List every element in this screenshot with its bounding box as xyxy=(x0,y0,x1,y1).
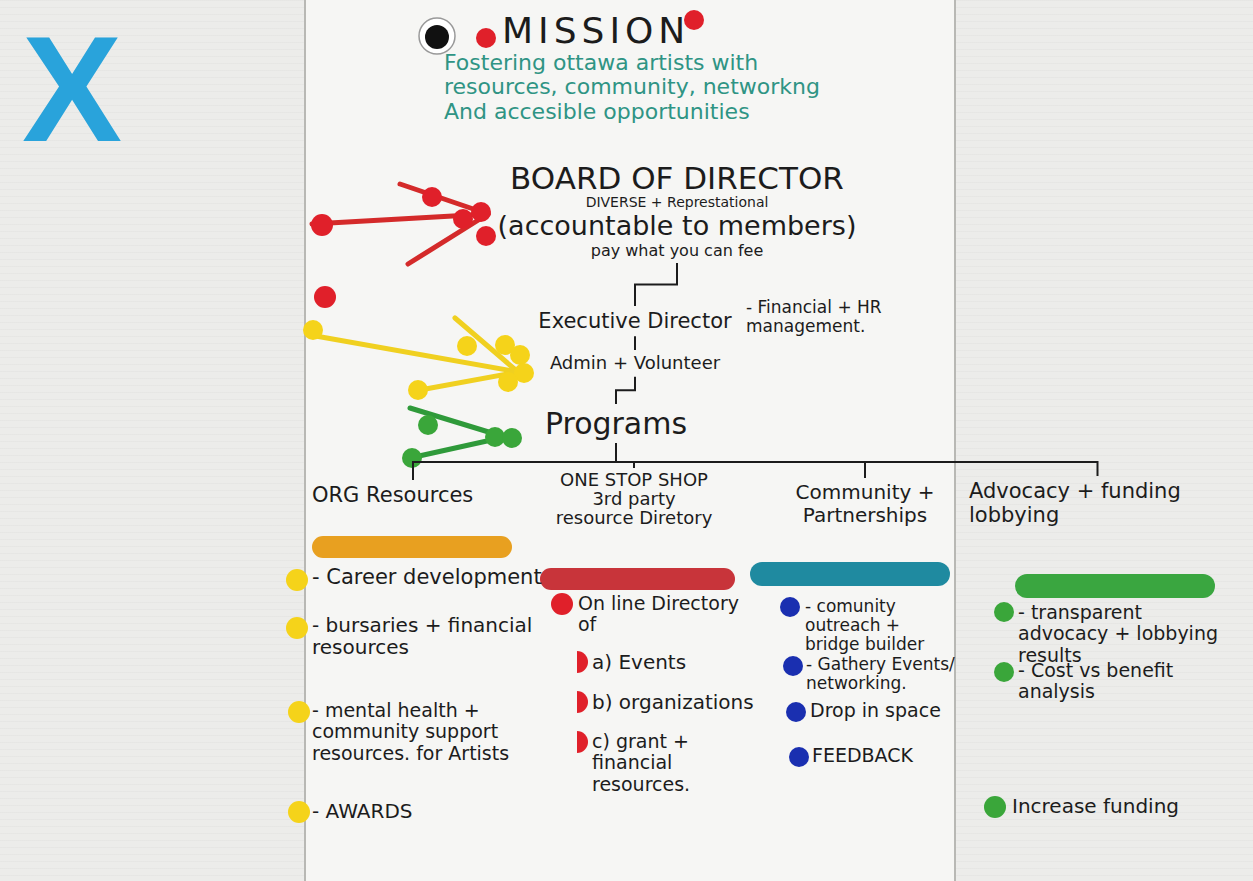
node-text: (accountable to members) xyxy=(496,210,858,241)
popsicle-stick xyxy=(312,536,512,558)
board-seam xyxy=(304,0,306,881)
org-connector xyxy=(616,443,634,468)
program-heading: Advocacy + funding lobbying xyxy=(965,476,1230,530)
list-item: c) grant + financial resources. xyxy=(592,731,757,795)
node-title: MISSION xyxy=(502,11,836,51)
center-panel xyxy=(305,0,955,881)
node-title: ONE STOP SHOP 3rd party resource Diretor… xyxy=(552,471,716,528)
popsicle-stick xyxy=(1015,574,1215,598)
red-pipe-cleaner xyxy=(312,184,488,264)
bullet-dots xyxy=(286,569,310,823)
sticker-dot xyxy=(476,28,496,48)
bullet-dots xyxy=(780,597,809,767)
board-seam xyxy=(954,0,956,881)
list-item: - transparent advocacy + lobbying result… xyxy=(1018,602,1218,666)
sticker-dots xyxy=(303,320,534,400)
mission-block: MISSIONFostering ottawa artists with res… xyxy=(440,8,840,127)
list-item: b) organizations xyxy=(592,691,767,713)
list-item: - mental health + community support reso… xyxy=(312,700,544,764)
sticker-dots xyxy=(402,415,522,468)
yellow-pipe-cleaner xyxy=(310,318,518,390)
node-text: DIVERSE + Represtational xyxy=(496,195,858,210)
big-x-mark: X xyxy=(22,14,142,164)
node-title: Programs xyxy=(534,407,698,440)
node-text: Fostering ottawa artists with resources,… xyxy=(444,51,836,125)
role-node: Executive Director xyxy=(528,306,742,336)
sticker-dots xyxy=(311,187,496,308)
list-item: - bursaries + financial resources xyxy=(312,614,537,659)
org-connector xyxy=(634,336,636,350)
node-title: BOARD OF DIRECTOR xyxy=(496,161,858,195)
org-connector xyxy=(635,263,677,306)
popsicle-stick xyxy=(540,568,735,590)
org-connector xyxy=(616,377,635,404)
bullet-dots xyxy=(984,602,1014,818)
list-item: - AWARDS xyxy=(312,800,462,822)
node-text: pay what you can fee xyxy=(496,242,858,260)
list-item: a) Events xyxy=(592,651,752,673)
list-item: On line Directory of xyxy=(578,593,753,636)
list-item: - comunity outreach + bridge builder xyxy=(805,597,955,654)
googly-eye xyxy=(419,18,455,54)
node-title: ORG Resources xyxy=(312,483,514,507)
node-title: Executive Director xyxy=(532,309,738,333)
note: - Financial + HR management. xyxy=(746,298,921,336)
list-item: - Career development xyxy=(312,566,547,590)
list-item: Increase funding xyxy=(1012,795,1227,817)
role-node: Admin + Volunteer xyxy=(545,350,725,377)
green-pipe-cleaner xyxy=(410,408,505,458)
program-heading: ORG Resources xyxy=(308,480,518,510)
programs-node: Programs xyxy=(530,404,702,443)
program-heading: Community + Partnerships xyxy=(780,478,950,530)
node-title: Community + Partnerships xyxy=(784,481,946,527)
node-title: Admin + Volunteer xyxy=(549,353,721,374)
node-title: Advocacy + funding lobbying xyxy=(969,479,1226,527)
list-item: Drop in space xyxy=(810,700,960,721)
list-item: - Cost vs benefit analysis xyxy=(1018,660,1218,703)
popsicle-stick xyxy=(750,562,950,586)
board-node: BOARD OF DIRECTORDIVERSE + Represtationa… xyxy=(492,158,862,263)
list-item: - Gathery Events/ networking. xyxy=(806,655,956,693)
program-heading: ONE STOP SHOP 3rd party resource Diretor… xyxy=(548,468,720,531)
list-item: FEEDBACK xyxy=(812,745,952,766)
